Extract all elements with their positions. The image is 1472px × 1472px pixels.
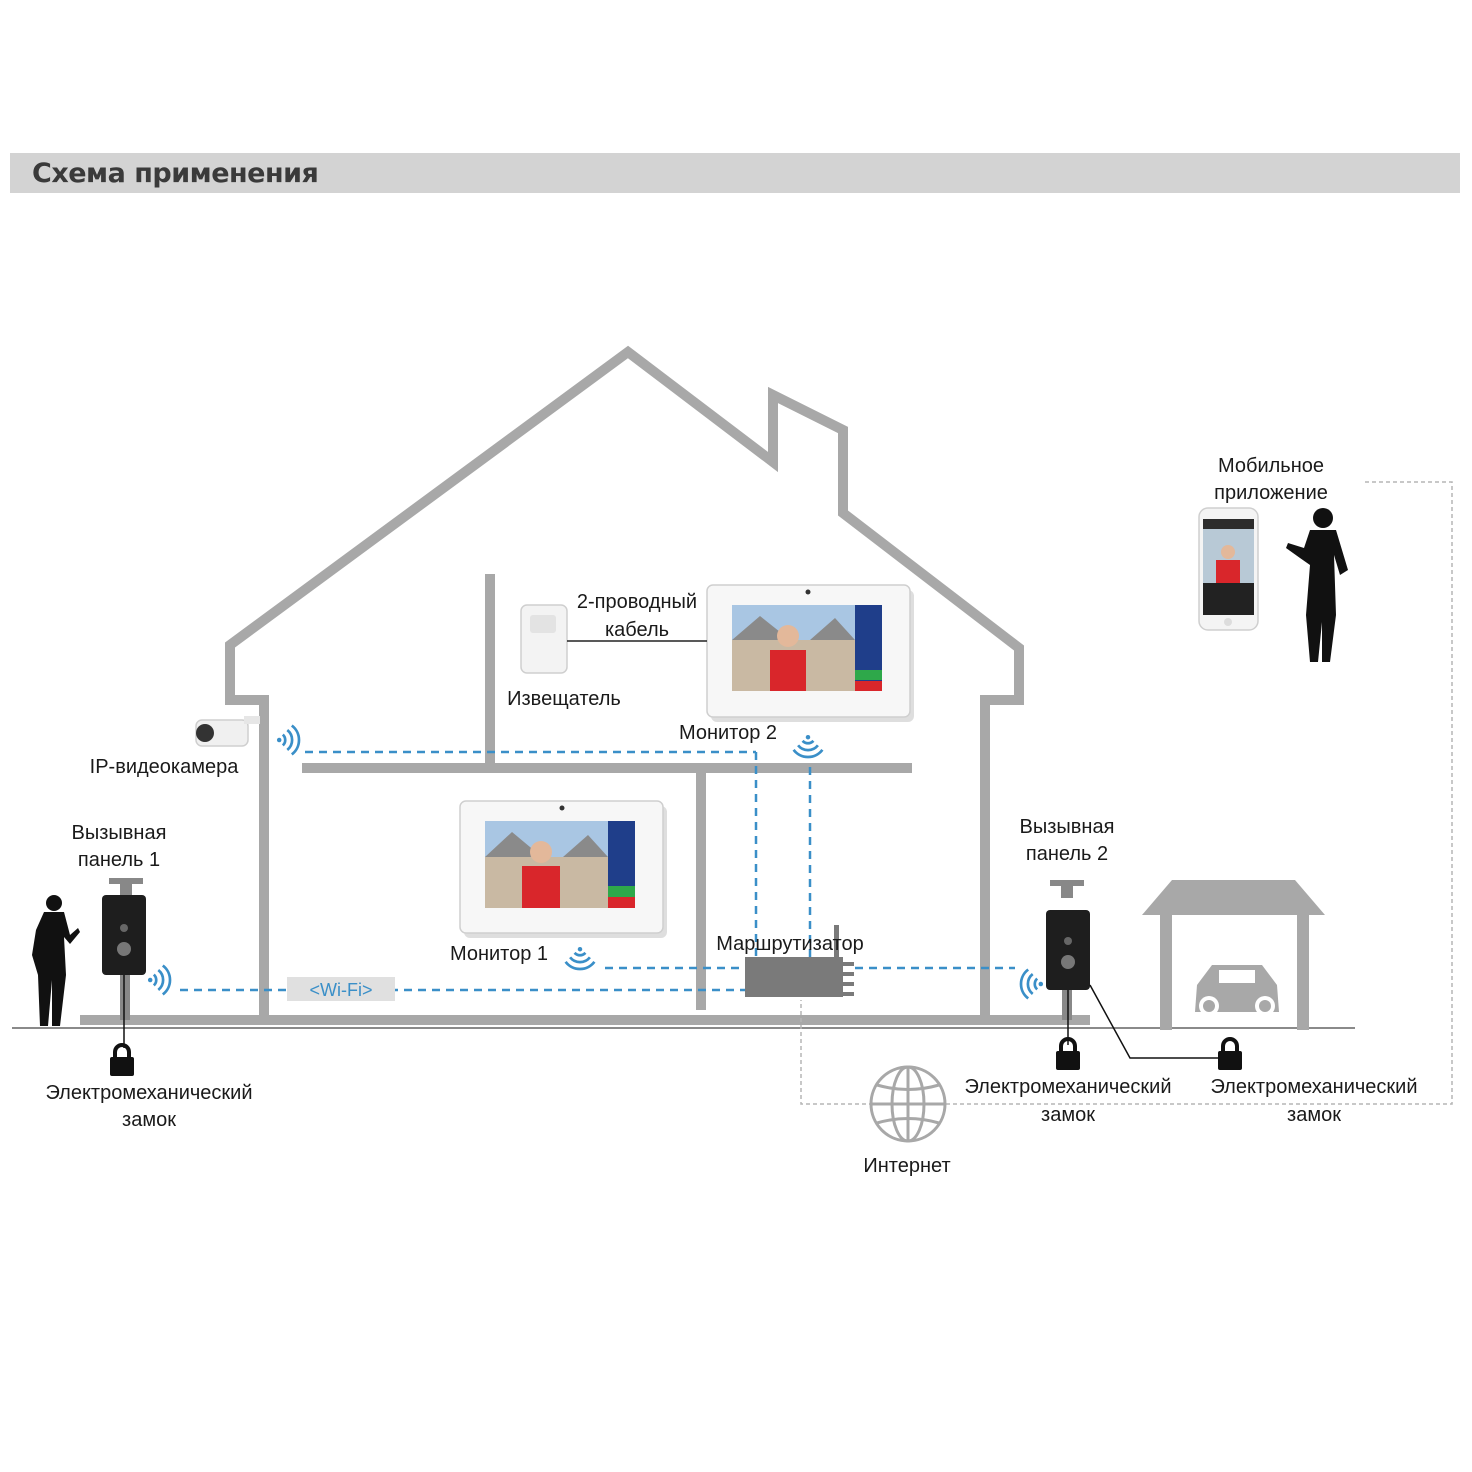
lock-left-label-1: Электромеханический <box>45 1082 252 1104</box>
wifi-signal-icon <box>275 724 301 756</box>
wifi-signal-icon <box>792 733 824 759</box>
wifi-signal-icon <box>146 964 172 996</box>
call-panel-1-label-1: Вызывная <box>72 822 167 844</box>
monitor-1 <box>459 800 667 938</box>
person-silhouette-left <box>32 895 80 1026</box>
car-icon <box>1195 965 1279 1016</box>
smartphone <box>1198 507 1259 631</box>
mobile-app-label-2: приложение <box>1214 482 1328 504</box>
ip-camera <box>195 716 260 747</box>
mobile-app-label-1: Мобильное <box>1218 455 1324 477</box>
wifi-connections <box>180 750 1015 992</box>
wifi-signal-icon <box>564 945 596 971</box>
detector <box>520 604 568 674</box>
router-label: Маршрутизатор <box>716 933 863 955</box>
monitor-1-label: Монитор 1 <box>450 943 548 965</box>
two-wire-cable-label-2: кабель <box>605 619 669 641</box>
monitor-2-label: Монитор 2 <box>679 722 777 744</box>
lock-mid-label-2: замок <box>1041 1104 1095 1126</box>
person-silhouette-right <box>1286 508 1348 662</box>
wifi-signal-icon <box>1019 968 1045 1000</box>
router <box>745 925 854 997</box>
ip-camera-label: IP-видеокамера <box>90 756 240 778</box>
header-bar: Схема применения <box>10 153 1460 193</box>
internet-label: Интернет <box>863 1155 950 1177</box>
lock-mid-label-1: Электромеханический <box>964 1076 1171 1098</box>
call-panel-1-label-2: панель 1 <box>78 849 160 871</box>
call-panel-2-label-2: панель 2 <box>1026 843 1108 865</box>
call-panel-1 <box>102 878 146 1048</box>
globe-icon <box>869 1065 947 1143</box>
wifi-label: <Wi-Fi> <box>287 977 395 1001</box>
wifi-text: <Wi-Fi> <box>310 980 373 1000</box>
call-panel-2 <box>1046 880 1222 1059</box>
labels: Мобильное приложение 2-проводный кабель … <box>45 455 1417 1177</box>
lock-left-label-2: замок <box>122 1109 176 1131</box>
lock-right-label-2: замок <box>1287 1104 1341 1126</box>
lock-right-label-1: Электромеханический <box>1210 1076 1417 1098</box>
garage <box>1142 880 1325 1030</box>
detector-label: Извещатель <box>507 688 621 710</box>
lock-icon <box>108 1043 136 1077</box>
lock-icon <box>1216 1037 1244 1071</box>
page-title: Схема применения <box>32 158 319 189</box>
call-panel-2-label-1: Вызывная <box>1020 816 1115 838</box>
two-wire-cable-label-1: 2-проводный <box>577 591 697 613</box>
internet-connection-line <box>800 481 1453 1105</box>
monitor-2 <box>706 584 914 722</box>
